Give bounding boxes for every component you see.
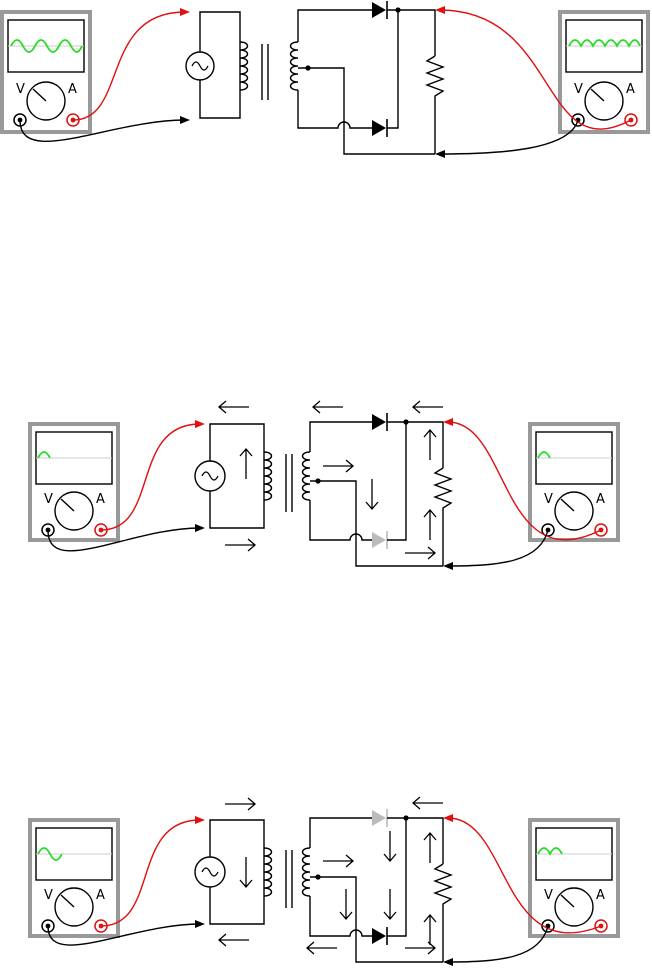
current-arrow [219,401,249,413]
current-arrow [384,889,396,919]
current-arrow [313,401,343,413]
current-arrow [323,460,353,472]
current-arrow [405,547,435,559]
upper-diode [372,413,387,431]
current-arrow [413,797,443,809]
current-label: A [626,82,635,97]
current-arrow [424,430,436,460]
transformer-secondary [303,848,311,896]
output-meter: V A [560,12,648,132]
current-label: A [96,888,105,903]
current-label: A [96,492,105,507]
current-arrow [424,915,436,945]
panel-first-half-cycle: V A [30,401,618,570]
load-resistor [427,56,443,154]
voltage-label: V [544,888,553,903]
lower-diode [372,119,387,137]
output-meter: V A [530,424,618,540]
current-arrow [340,889,352,919]
transformer-secondary [291,42,299,90]
lower-diode [372,531,387,549]
current-label: A [596,888,605,903]
input-meter: V A [30,424,118,540]
upper-diode [372,1,387,19]
voltage-label: V [544,492,553,507]
current-arrow [240,857,252,887]
current-arrow [405,942,435,954]
voltage-label: V [44,492,53,507]
current-arrow [225,798,255,810]
current-arrow [424,510,436,540]
input-meter: V A [2,12,90,132]
current-arrow [384,831,396,861]
lower-diode [372,927,387,945]
current-arrow [366,479,378,509]
input-meter: V A [30,820,118,936]
load-resistor [435,468,451,566]
panel-overview: V A [2,1,648,158]
voltage-label: V [16,82,25,97]
current-arrow [225,539,255,551]
output-meter: V A [530,820,618,936]
panel-second-half-cycle: V A [30,797,618,966]
voltage-label: V [44,888,53,903]
load-resistor [435,864,451,962]
transformer-primary [264,848,272,896]
voltage-label: V [574,82,583,97]
current-arrow [307,942,337,954]
current-arrow [240,449,252,479]
black-test-lead [440,120,578,154]
current-arrow [219,934,249,946]
transformer-primary [240,42,248,90]
transformer-primary [264,452,272,500]
upper-diode [372,809,387,827]
current-label: A [596,492,605,507]
transformer-secondary [303,452,311,500]
current-arrow [424,833,436,863]
current-arrow [323,855,353,867]
current-arrow [413,401,443,413]
current-label: A [68,82,77,97]
